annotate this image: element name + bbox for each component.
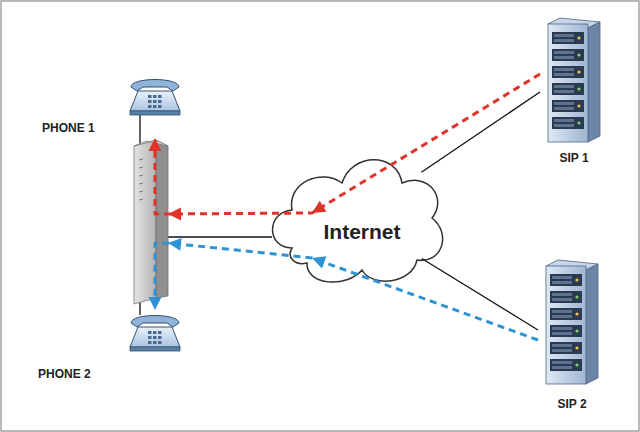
- server-icon: [544, 16, 604, 144]
- sip-server: SIP 1: [540, 16, 608, 168]
- device-label: PHONE 1: [42, 122, 95, 134]
- network-link: [422, 258, 538, 330]
- arrow-head: [168, 238, 182, 251]
- sip-server: SIP 2: [538, 258, 606, 414]
- phone-icon: [128, 312, 182, 352]
- connector-line: [422, 258, 538, 330]
- call-path-arrow: [149, 238, 539, 340]
- phone-node: PHONE 2: [36, 310, 186, 382]
- call-path-arrow: [149, 74, 541, 220]
- network-link: [421, 92, 540, 172]
- connector-line: [421, 92, 540, 172]
- arrow-head: [168, 207, 181, 220]
- phone-node: PHONE 1: [40, 76, 185, 138]
- phone-wire: [139, 114, 140, 144]
- connector-line: [155, 243, 538, 340]
- connector-line: [155, 74, 540, 214]
- cloud-label: Internet: [323, 221, 400, 242]
- phone-icon: [128, 76, 182, 116]
- internet-wire: [168, 236, 272, 237]
- arrow-head: [149, 138, 162, 151]
- arrow-head: [312, 256, 326, 268]
- device-label: SIP 2: [557, 398, 586, 410]
- arrow-head: [312, 201, 326, 213]
- router-device: [134, 140, 168, 304]
- internet-cloud: Internet: [262, 138, 450, 293]
- cloud-shape: [262, 138, 450, 293]
- device-label: PHONE 2: [38, 368, 91, 380]
- arrow-head: [149, 297, 162, 310]
- server-icon: [542, 258, 602, 386]
- device-label: SIP 1: [559, 152, 588, 164]
